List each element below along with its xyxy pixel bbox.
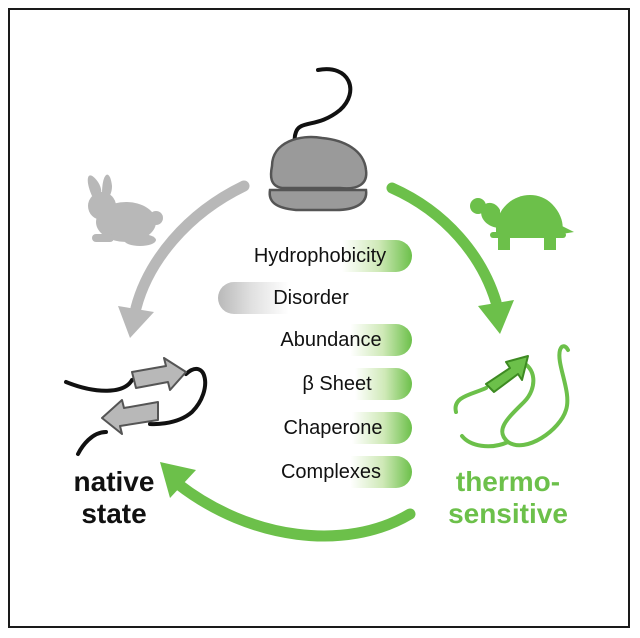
feature-label: Chaperone <box>283 416 383 439</box>
feature-complexes: Complexes <box>250 456 412 488</box>
thermo-sensitive-label: thermo- sensitive <box>430 466 586 530</box>
feature-disorder: Disorder <box>218 282 404 314</box>
thermo-label-line1: thermo- <box>455 466 561 497</box>
native-label-line2: state <box>81 498 147 529</box>
feature-label: Hydrophobicity <box>253 244 387 267</box>
feature-beta-sheet: β Sheet <box>262 368 412 400</box>
unfolded-protein-icon <box>453 344 570 449</box>
turtle-icon <box>470 195 574 250</box>
arrow-thermo-to-native <box>172 478 416 542</box>
feature-label: Disorder <box>273 286 349 309</box>
arrow-ribosome-to-thermo <box>386 182 502 308</box>
ribosome-icon <box>268 67 368 212</box>
feature-chaperone: Chaperone <box>254 412 412 444</box>
feature-label: β Sheet <box>302 372 372 395</box>
cycle-arrows <box>118 180 514 542</box>
feature-label: Abundance <box>280 328 382 351</box>
feature-hydrophobicity: Hydrophobicity <box>228 240 412 272</box>
rabbit-icon <box>87 174 163 246</box>
figure-frame <box>8 8 630 628</box>
folded-protein-icon <box>64 357 208 456</box>
native-state-label: native state <box>54 466 174 530</box>
thermo-label-line2: sensitive <box>448 498 568 529</box>
feature-abundance: Abundance <box>250 324 412 356</box>
arrow-head-grey <box>118 306 154 338</box>
arrow-head-green-right <box>478 300 514 334</box>
feature-label: Complexes <box>280 460 382 483</box>
native-label-line1: native <box>73 466 155 497</box>
arrow-head-green-bottom <box>160 462 196 498</box>
arrow-ribosome-to-native <box>130 180 250 314</box>
